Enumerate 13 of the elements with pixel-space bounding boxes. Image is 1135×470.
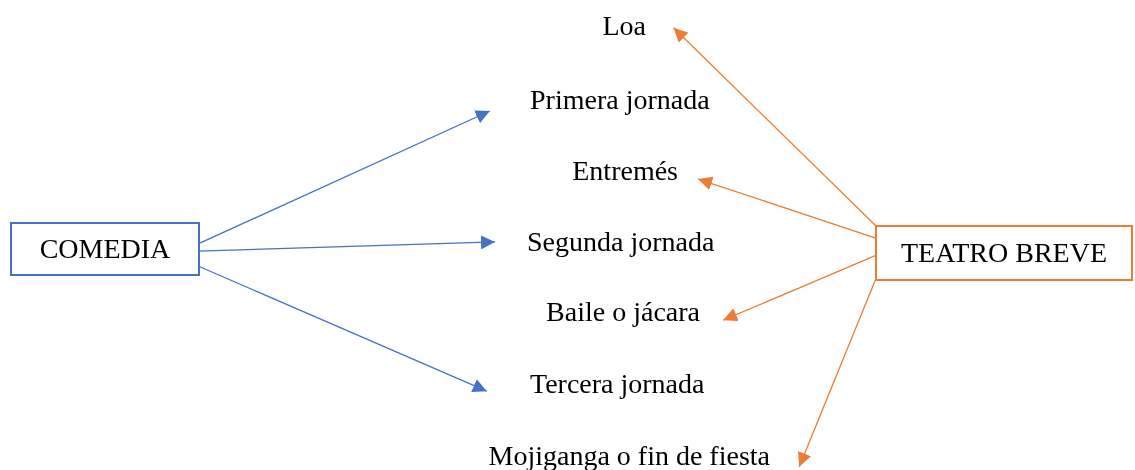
arrow bbox=[672, 27, 877, 227]
node-label: TEATRO BREVE bbox=[900, 239, 1108, 267]
node-label: Segunda jornada bbox=[527, 228, 715, 256]
category-box bbox=[875, 225, 1133, 281]
node-label: Tercera jornada bbox=[530, 370, 705, 398]
node-label: Entremés bbox=[572, 157, 678, 185]
node-label: Mojiganga o fin de fiesta bbox=[488, 441, 770, 470]
arrow bbox=[798, 278, 877, 468]
node-label: COMEDIA bbox=[39, 235, 171, 263]
node-label: Primera jornada bbox=[530, 86, 710, 114]
node-label: Loa bbox=[602, 12, 646, 40]
category-box bbox=[10, 222, 200, 276]
node-label: Baile o jácara bbox=[546, 298, 700, 326]
